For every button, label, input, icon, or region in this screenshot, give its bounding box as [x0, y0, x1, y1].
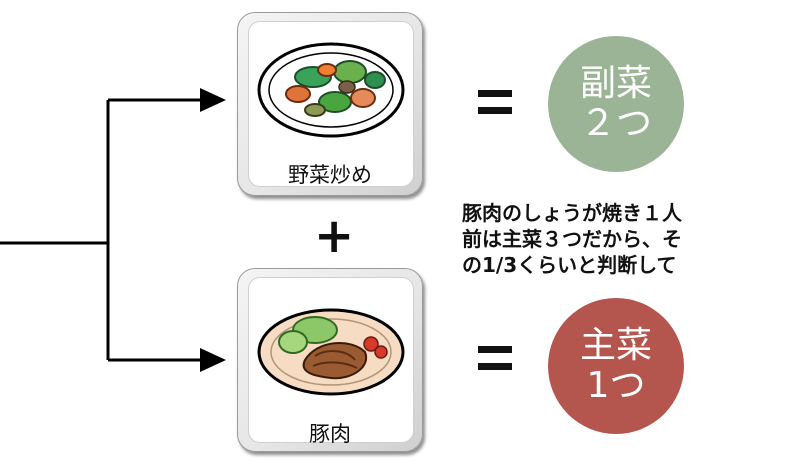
equals-sign-bottom [478, 346, 512, 372]
pork-label: 豚肉 [309, 422, 351, 446]
side-dish-result-line2: ２つ [579, 103, 652, 144]
main-dish-result-line1: 主菜 [579, 325, 652, 366]
side-dish-result-line1: 副菜 [579, 63, 652, 104]
side-dish-result-circle: 副菜 ２つ [548, 36, 684, 172]
equals-sign-top [478, 90, 512, 116]
pork-card: 豚肉 [237, 268, 423, 452]
main-dish-result-line2: 1つ [586, 365, 646, 406]
plus-sign: + [314, 208, 355, 264]
arrow-head-bottom [200, 348, 226, 372]
pork-card-inner [248, 277, 414, 443]
explanation-note: 豚肉のしょうが焼き１人 前は主菜３つだから、そ の1/3くらいと判断して [462, 201, 682, 277]
stir-fry-label: 野菜炒め [288, 163, 372, 187]
pork-ginger-icon [257, 308, 405, 396]
stir-fry-card: 野菜炒め [237, 12, 423, 196]
arrow-head-top [200, 88, 226, 112]
main-dish-result-circle: 主菜 1つ [548, 298, 684, 434]
stir-fry-vegetables-icon [257, 42, 405, 138]
stir-fry-card-inner [248, 21, 414, 187]
